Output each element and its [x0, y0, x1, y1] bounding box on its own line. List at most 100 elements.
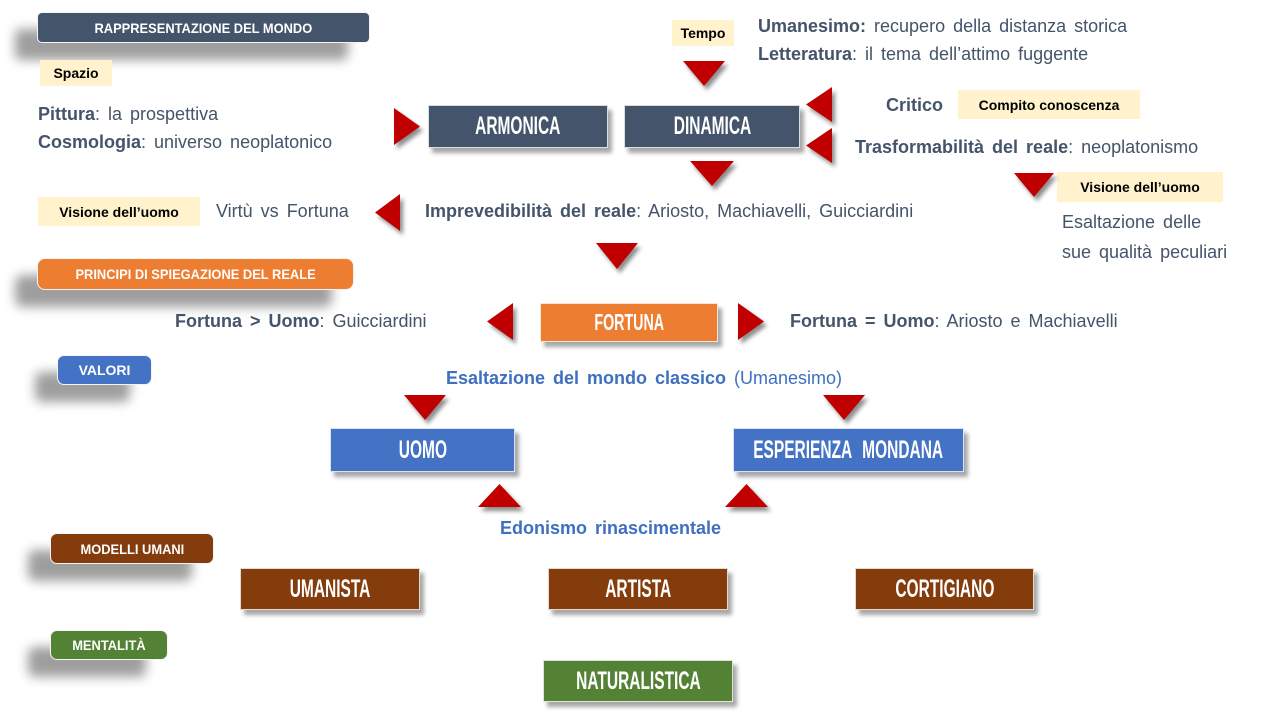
text-esaltazione-qualita-line2: sue qualità peculiari [1062, 242, 1227, 263]
triangle-right-shape [738, 303, 764, 340]
node-dinamica-text: DINAMICA [673, 112, 751, 140]
triangle-up-shape [478, 484, 521, 507]
triangle-down-shape [690, 161, 734, 186]
triangle-left-shape [806, 128, 832, 163]
text-umanesimo: Umanesimo: recupero della distanza stori… [758, 16, 1127, 37]
node-naturalistica-text: NATURALISTICA [575, 666, 701, 695]
text-critico-label: Critico [886, 95, 944, 115]
text-pittura-lead: Pittura [38, 104, 96, 124]
section-label-valori-text: VALORI [78, 362, 131, 378]
text-fortuna-maggiore-rest: : Guicciardini [319, 311, 427, 331]
text-cosmologia: Cosmologia: universo neoplatonico [38, 132, 332, 153]
arrow-down-uomo-icon [404, 395, 446, 420]
section-label-mentalita-text: MENTALITÀ [72, 637, 146, 653]
section-label-rappresentazione-text: RAPPRESENTAZIONE DEL MONDO [94, 19, 313, 36]
section-label-rappresentazione: RAPPRESENTAZIONE DEL MONDO [37, 12, 370, 43]
node-esperienza-mondana-text: ESPERIENZA MONDANA [753, 435, 944, 464]
text-fortuna-maggiore-uomo: Fortuna > Uomo: Guicciardini [175, 311, 427, 332]
triangle-down-shape [683, 61, 725, 86]
node-cortigiano: CORTIGIANO [855, 568, 1034, 610]
text-virtu-vs-fortuna: Virtù vs Fortuna [216, 201, 349, 222]
arrow-left-trasformabilita-icon [806, 128, 832, 163]
text-cosmologia-rest: : universo neoplatonico [141, 132, 333, 152]
node-uomo-text: UOMO [398, 435, 447, 464]
text-virtu-vs-fortuna-text: Virtù vs Fortuna [216, 201, 349, 221]
section-label-modelli-umani-text: MODELLI UMANI [80, 540, 184, 557]
text-fortuna-maggiore-lead: Fortuna > Uomo [175, 311, 320, 331]
text-trasformabilita-lead: Trasformabilità del reale [855, 137, 1069, 157]
triangle-down-shape [823, 395, 865, 420]
text-pittura: Pittura: la prospettiva [38, 104, 218, 125]
node-umanista-text: UMANISTA [289, 574, 371, 603]
node-armonica-text: ARMONICA [475, 112, 561, 140]
section-label-mentalita: MENTALITÀ [50, 630, 168, 660]
triangle-left-shape [806, 87, 832, 122]
text-esaltazione-classico-lead: Esaltazione del mondo classico [445, 368, 727, 388]
text-fortuna-uguale-uomo: Fortuna = Uomo: Ariosto e Machiavelli [790, 311, 1118, 332]
text-fortuna-uguale-lead: Fortuna = Uomo [790, 311, 935, 331]
text-fortuna-uguale-rest: : Ariosto e Machiavelli [934, 311, 1118, 331]
node-cortigiano-text: CORTIGIANO [894, 574, 995, 603]
arrow-down-visione-icon [1014, 173, 1054, 197]
node-fortuna-text: FORTUNA [594, 309, 664, 335]
text-trasformabilita-rest: : neoplatonismo [1068, 137, 1199, 157]
node-artista: ARTISTA [548, 568, 728, 610]
text-esaltazione-qualita-line1-text: Esaltazione delle [1062, 212, 1202, 232]
tag-spazio: Spazio [40, 60, 112, 86]
text-esaltazione-classico: Esaltazione del mondo classico (Umanesim… [404, 368, 884, 389]
tag-compito-conoscenza: Compito conoscenza [958, 90, 1140, 119]
text-umanesimo-lead: Umanesimo: [758, 16, 867, 36]
section-label-principi: PRINCIPI DI SPIEGAZIONE DEL REALE [37, 258, 354, 290]
node-uomo: UOMO [330, 428, 515, 472]
section-label-valori: VALORI [57, 355, 152, 385]
section-label-modelli-umani: MODELLI UMANI [50, 533, 214, 564]
text-letteratura-rest: : il tema dell’attimo fuggente [852, 44, 1089, 64]
arrow-up-esperienza-icon [725, 484, 768, 507]
node-artista-text: ARTISTA [604, 574, 672, 603]
text-cosmologia-lead: Cosmologia [38, 132, 142, 152]
arrow-left-virtu-icon [375, 194, 400, 231]
text-edonismo-text: Edonismo rinascimentale [500, 518, 722, 538]
arrow-down-to-fortuna-icon [596, 243, 638, 269]
node-fortuna: FORTUNA [540, 303, 718, 342]
arrow-left-critico-icon [806, 87, 832, 122]
tag-visione-uomo-right-text: Visione dell’uomo [1080, 179, 1200, 195]
arrow-left-fortuna-icon [487, 303, 513, 340]
text-imprevedibilita: Imprevedibilità del reale: Ariosto, Mach… [425, 201, 913, 222]
text-esaltazione-qualita-line2-text: sue qualità peculiari [1062, 242, 1228, 262]
triangle-up-shape [725, 484, 768, 507]
text-imprevedibilita-rest: : Ariosto, Machiavelli, Guicciardini [636, 201, 914, 221]
node-umanista: UMANISTA [240, 568, 420, 610]
triangle-left-shape [375, 194, 400, 231]
node-armonica: ARMONICA [428, 105, 608, 148]
tag-visione-uomo-left: Visione dell’uomo [38, 197, 200, 226]
tag-visione-uomo-right: Visione dell’uomo [1057, 172, 1223, 202]
text-esaltazione-qualita-line1: Esaltazione delle [1062, 212, 1201, 233]
text-critico: Critico [886, 95, 943, 116]
node-esperienza-mondana: ESPERIENZA MONDANA [733, 428, 964, 472]
text-letteratura: Letteratura: il tema dell’attimo fuggent… [758, 44, 1088, 65]
arrow-down-dinamica-icon [690, 161, 734, 186]
node-naturalistica: NATURALISTICA [543, 660, 733, 702]
section-label-principi-text: PRINCIPI DI SPIEGAZIONE DEL REALE [75, 266, 316, 282]
tag-visione-uomo-left-text: Visione dell’uomo [59, 203, 179, 220]
text-letteratura-lead: Letteratura [758, 44, 853, 64]
node-dinamica: DINAMICA [624, 105, 800, 148]
text-esaltazione-classico-rest: (Umanesimo) [726, 368, 843, 388]
triangle-left-shape [487, 303, 513, 340]
tag-compito-conoscenza-text: Compito conoscenza [978, 96, 1120, 113]
tag-tempo: Tempo [672, 20, 734, 46]
triangle-down-shape [404, 395, 446, 420]
tag-tempo-text: Tempo [680, 25, 726, 41]
arrow-right-to-armonica-icon [394, 108, 420, 145]
triangle-down-shape [596, 243, 638, 269]
text-imprevedibilita-lead: Imprevedibilità del reale [425, 201, 637, 221]
arrow-down-esperienza-icon [823, 395, 865, 420]
triangle-right-shape [394, 108, 420, 145]
text-umanesimo-rest: recupero della distanza storica [866, 16, 1128, 36]
triangle-down-shape [1014, 173, 1054, 197]
text-trasformabilita: Trasformabilità del reale: neoplatonismo [855, 137, 1198, 158]
arrow-right-fortuna-icon [738, 303, 764, 340]
text-edonismo: Edonismo rinascimentale [500, 518, 721, 539]
